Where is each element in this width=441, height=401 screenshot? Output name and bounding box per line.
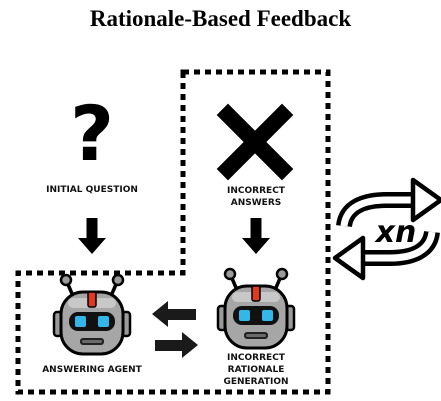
exchange-arrows-icon: [152, 301, 198, 358]
dashed-region-border: [15, 69, 331, 395]
question-mark-icon: ?: [69, 89, 115, 178]
initial-question-label: INITIAL QUESTION: [46, 185, 138, 195]
diagram-title: Rationale-Based Feedback: [89, 6, 352, 31]
arrow-down-icon: [78, 218, 106, 254]
rationale-generation-label-line3: GENERATION: [223, 377, 289, 387]
rationale-robot-icon: [216, 267, 296, 350]
repeat-arrows-icon: [332, 177, 441, 281]
rationale-generation-label-line1: INCORRECT: [227, 353, 285, 363]
arrow-down-icon: [242, 218, 270, 254]
answering-agent-label: ANSWERING AGENT: [42, 365, 142, 375]
answering-agent-robot-icon: [52, 273, 132, 356]
cross-mark-icon: [216, 103, 294, 181]
incorrect-answers-label-line1: INCORRECT: [227, 186, 285, 196]
loop-count-label: xn: [375, 215, 417, 250]
rationale-generation-label-line2: RATIONALE: [227, 365, 285, 375]
incorrect-answers-label-line2: ANSWERS: [230, 198, 282, 208]
